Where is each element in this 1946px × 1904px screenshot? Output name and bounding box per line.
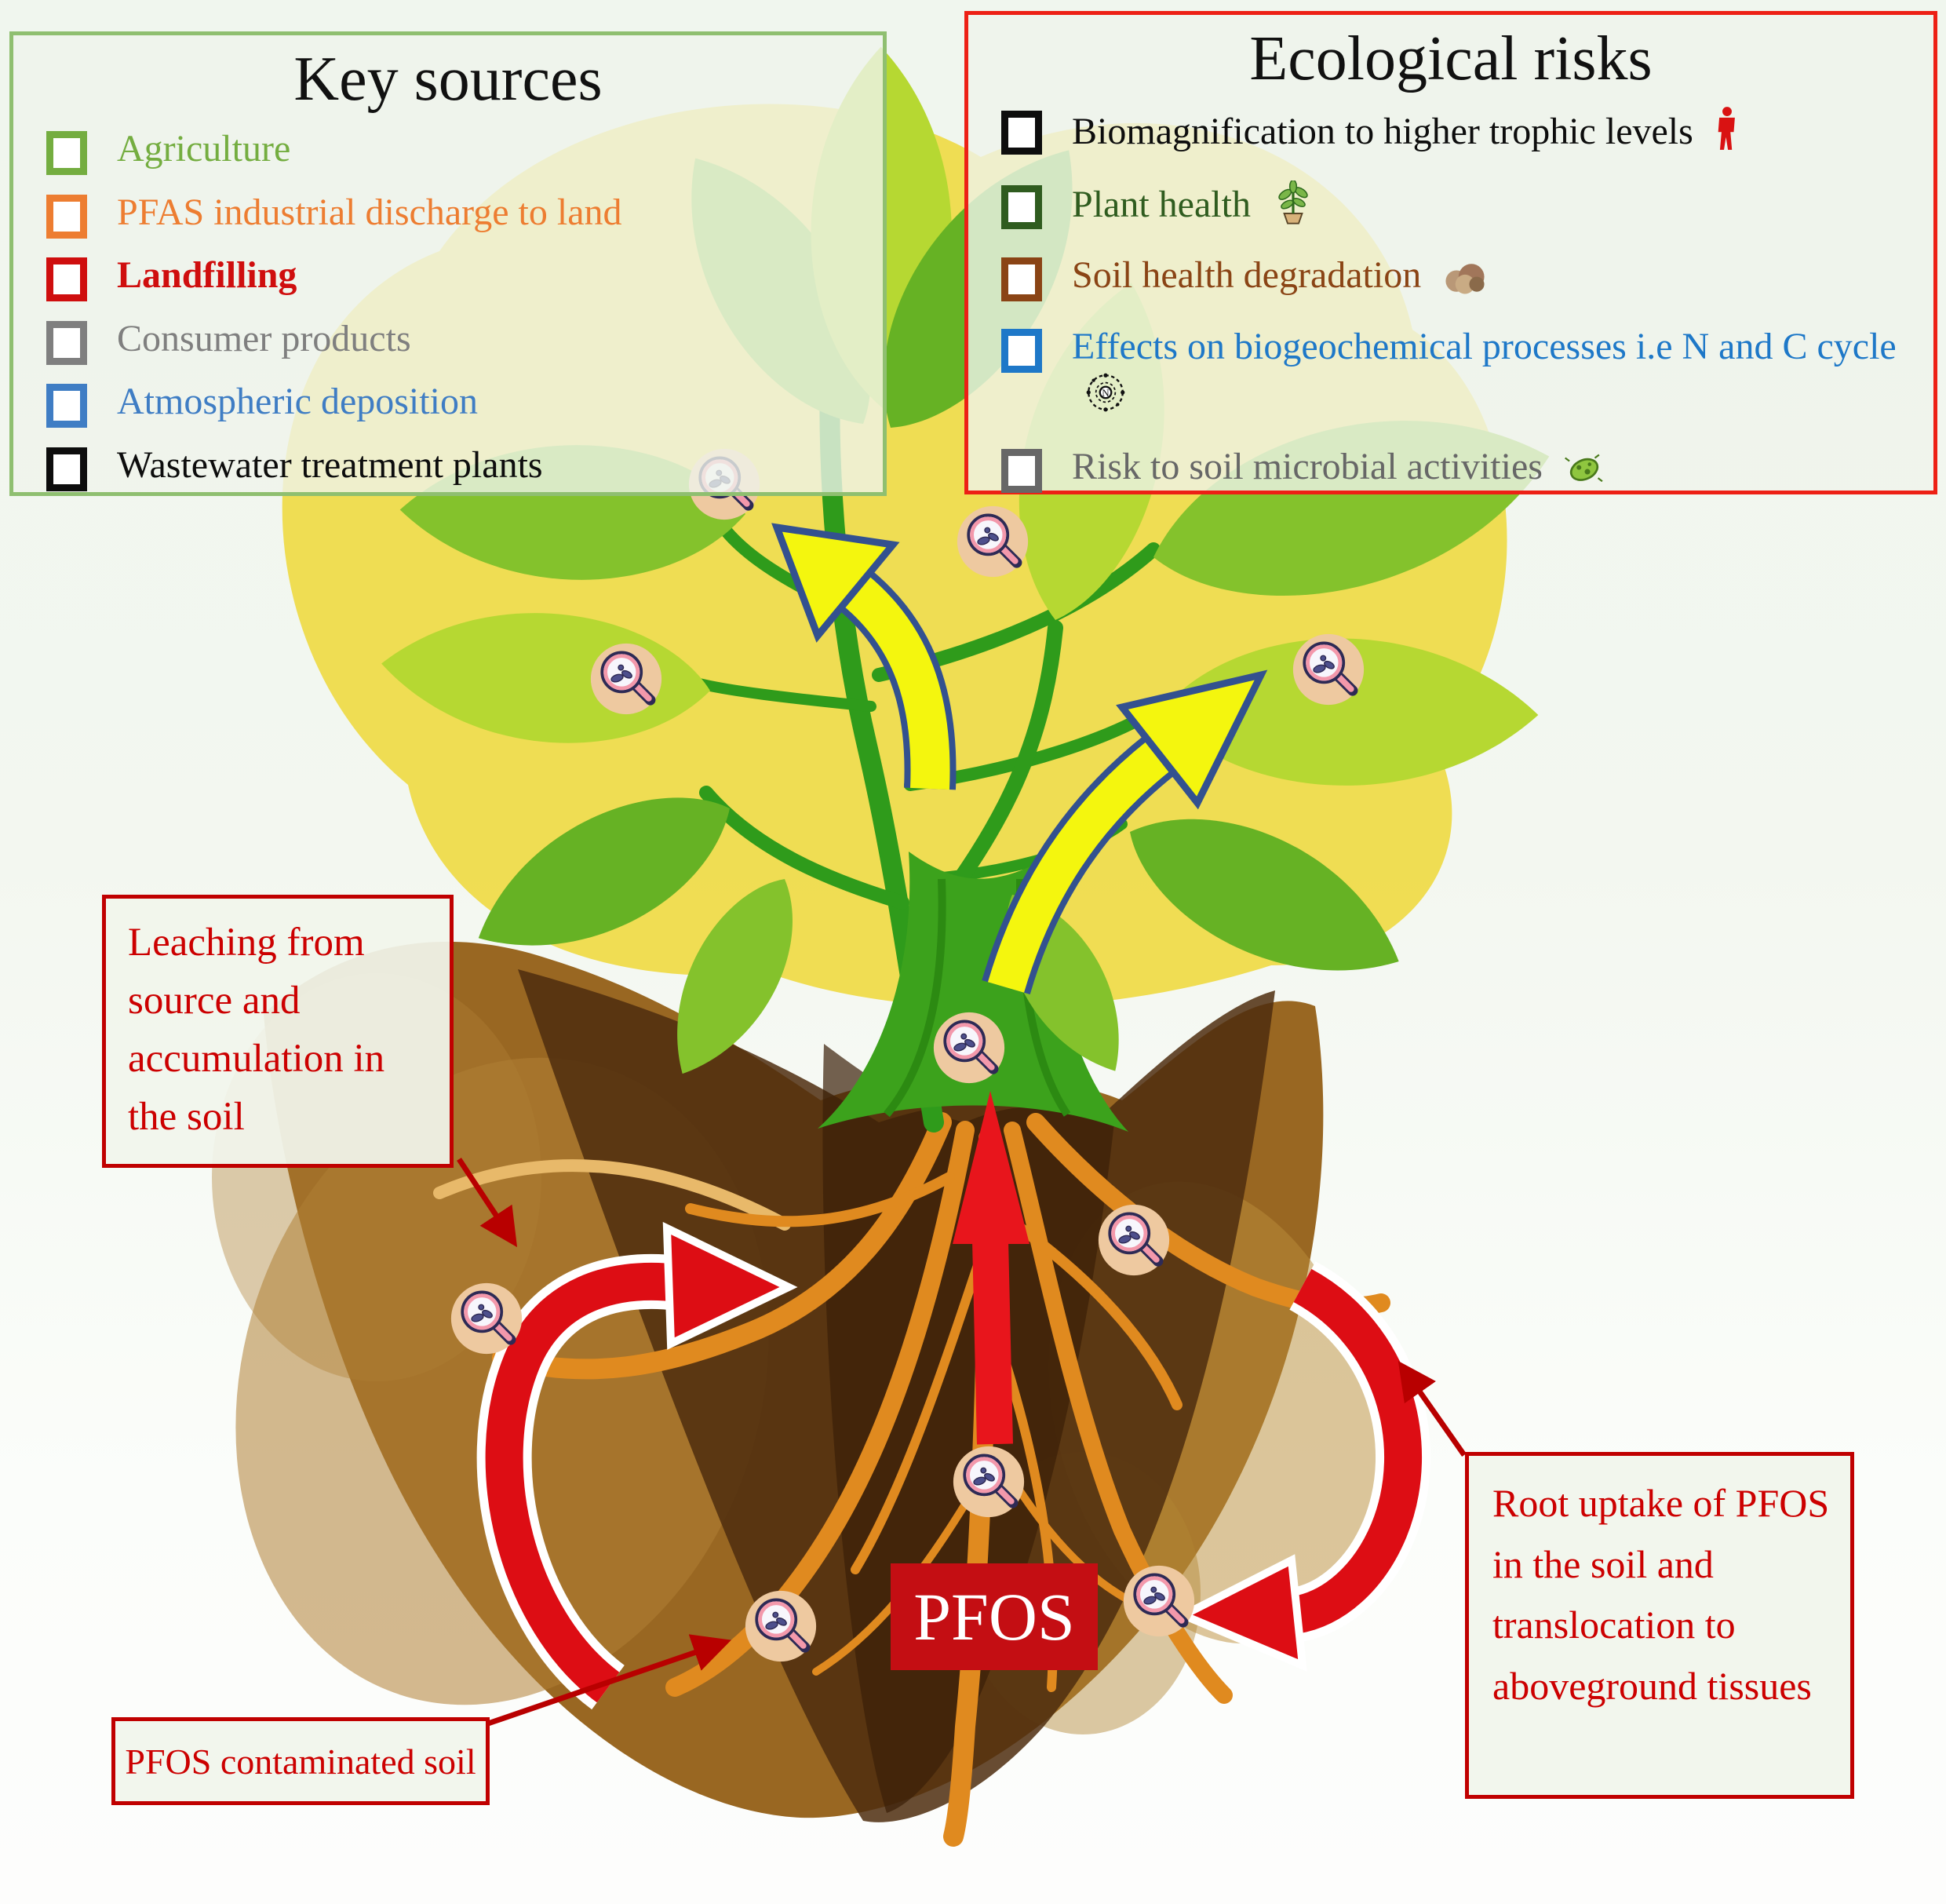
magnifier-icon — [591, 644, 661, 714]
translocation-arrow-right — [982, 669, 1268, 995]
microbe-icon — [1563, 450, 1605, 498]
ecological-risk-label: Soil health degradation — [1072, 254, 1422, 297]
magnifier-icon — [957, 506, 1028, 577]
key-source-item: Wastewater treatment plants — [35, 443, 869, 491]
checkbox-icon — [1001, 111, 1042, 155]
key-sources-title: Key sources — [293, 45, 603, 114]
key-source-label: Agriculture — [117, 128, 291, 170]
human-figure-icon — [1714, 106, 1740, 163]
ecological-risk-item: Biomagnification to higher trophic level… — [990, 106, 1919, 163]
contaminated-soil-connector-arrow — [486, 1634, 731, 1727]
ecological-risk-label: Plant health — [1072, 183, 1251, 225]
key-source-item: Atmospheric deposition — [35, 379, 869, 429]
ecological-risk-label: Biomagnification to higher trophic level… — [1072, 111, 1693, 152]
key-source-label: Atmospheric deposition — [117, 381, 478, 423]
key-source-label: PFAS industrial discharge to land — [117, 191, 622, 233]
checkbox-icon — [1001, 328, 1042, 373]
magnifier-icon — [451, 1283, 522, 1354]
key-sources-list: Agriculture PFAS industrial discharge to… — [13, 126, 883, 491]
pfos-label: PFOS — [891, 1563, 1098, 1670]
key-source-label: Wastewater treatment plants — [117, 443, 543, 486]
key-source-item: PFAS industrial discharge to land — [35, 190, 869, 239]
magnifier-icon — [1099, 1205, 1169, 1275]
leaching-callout: Leaching from source and accumulation in… — [102, 895, 454, 1168]
key-source-item: Consumer products — [35, 316, 869, 365]
plant-crown — [818, 852, 1128, 1132]
nitrogen-letter: N — [1102, 387, 1110, 399]
checkbox-icon — [46, 257, 87, 302]
ecological-risks-title: Ecological risks — [1249, 24, 1653, 93]
ecological-risk-item: Effects on biogeochemical processes i.e … — [990, 324, 1919, 427]
ecological-risk-item: Soil health degradation — [990, 253, 1919, 307]
potted-plant-icon — [1271, 179, 1315, 236]
ecological-risk-label: Effects on biogeochemical processes i.e … — [1072, 325, 1897, 367]
magnifier-icon — [1293, 634, 1364, 705]
key-source-label: Landfilling — [117, 254, 297, 297]
translocation-arrow-left — [771, 523, 957, 790]
checkbox-icon — [46, 131, 87, 175]
root-uptake-callout: Root uptake of PFOS in the soil and tran… — [1465, 1452, 1854, 1799]
uptake-arrow — [953, 1091, 1029, 1445]
ecological-risks-panel: Ecological risks Biomagnification to hig… — [964, 11, 1937, 494]
ecological-risk-label: Risk to soil microbial activities — [1072, 445, 1543, 487]
checkbox-icon — [46, 447, 87, 491]
nitrogen-atom-icon: N — [1083, 370, 1128, 427]
contaminated-soil-callout: PFOS contaminated soil — [111, 1717, 490, 1805]
magnifier-icon — [953, 1446, 1024, 1517]
key-source-item: Landfilling — [35, 253, 869, 302]
key-source-item: Agriculture — [35, 126, 869, 175]
ecological-risks-list: Biomagnification to higher trophic level… — [968, 106, 1933, 498]
ecological-risk-item: Plant health — [990, 179, 1919, 236]
callout-connectors — [457, 1158, 1467, 1727]
magnifier-icon — [934, 1012, 1004, 1083]
checkbox-icon — [1001, 448, 1042, 493]
magnifier-icon — [745, 1591, 816, 1661]
checkbox-icon — [46, 194, 87, 239]
checkbox-icon — [46, 320, 87, 365]
root-uptake-cycle-arrow — [1174, 1261, 1430, 1672]
key-source-label: Consumer products — [117, 317, 411, 359]
leaching-cycle-arrow — [476, 1221, 798, 1710]
leaching-connector-arrow — [457, 1158, 518, 1248]
checkbox-icon — [1001, 184, 1042, 229]
key-sources-panel: Key sources Agriculture PFAS industrial … — [9, 31, 887, 496]
root-uptake-connector-arrow — [1398, 1360, 1467, 1457]
soil-clump-icon — [1441, 261, 1489, 307]
ecological-risk-item: Risk to soil microbial activities — [990, 444, 1919, 498]
checkbox-icon — [46, 384, 87, 429]
checkbox-icon — [1001, 257, 1042, 302]
magnifier-icon — [1124, 1566, 1194, 1636]
